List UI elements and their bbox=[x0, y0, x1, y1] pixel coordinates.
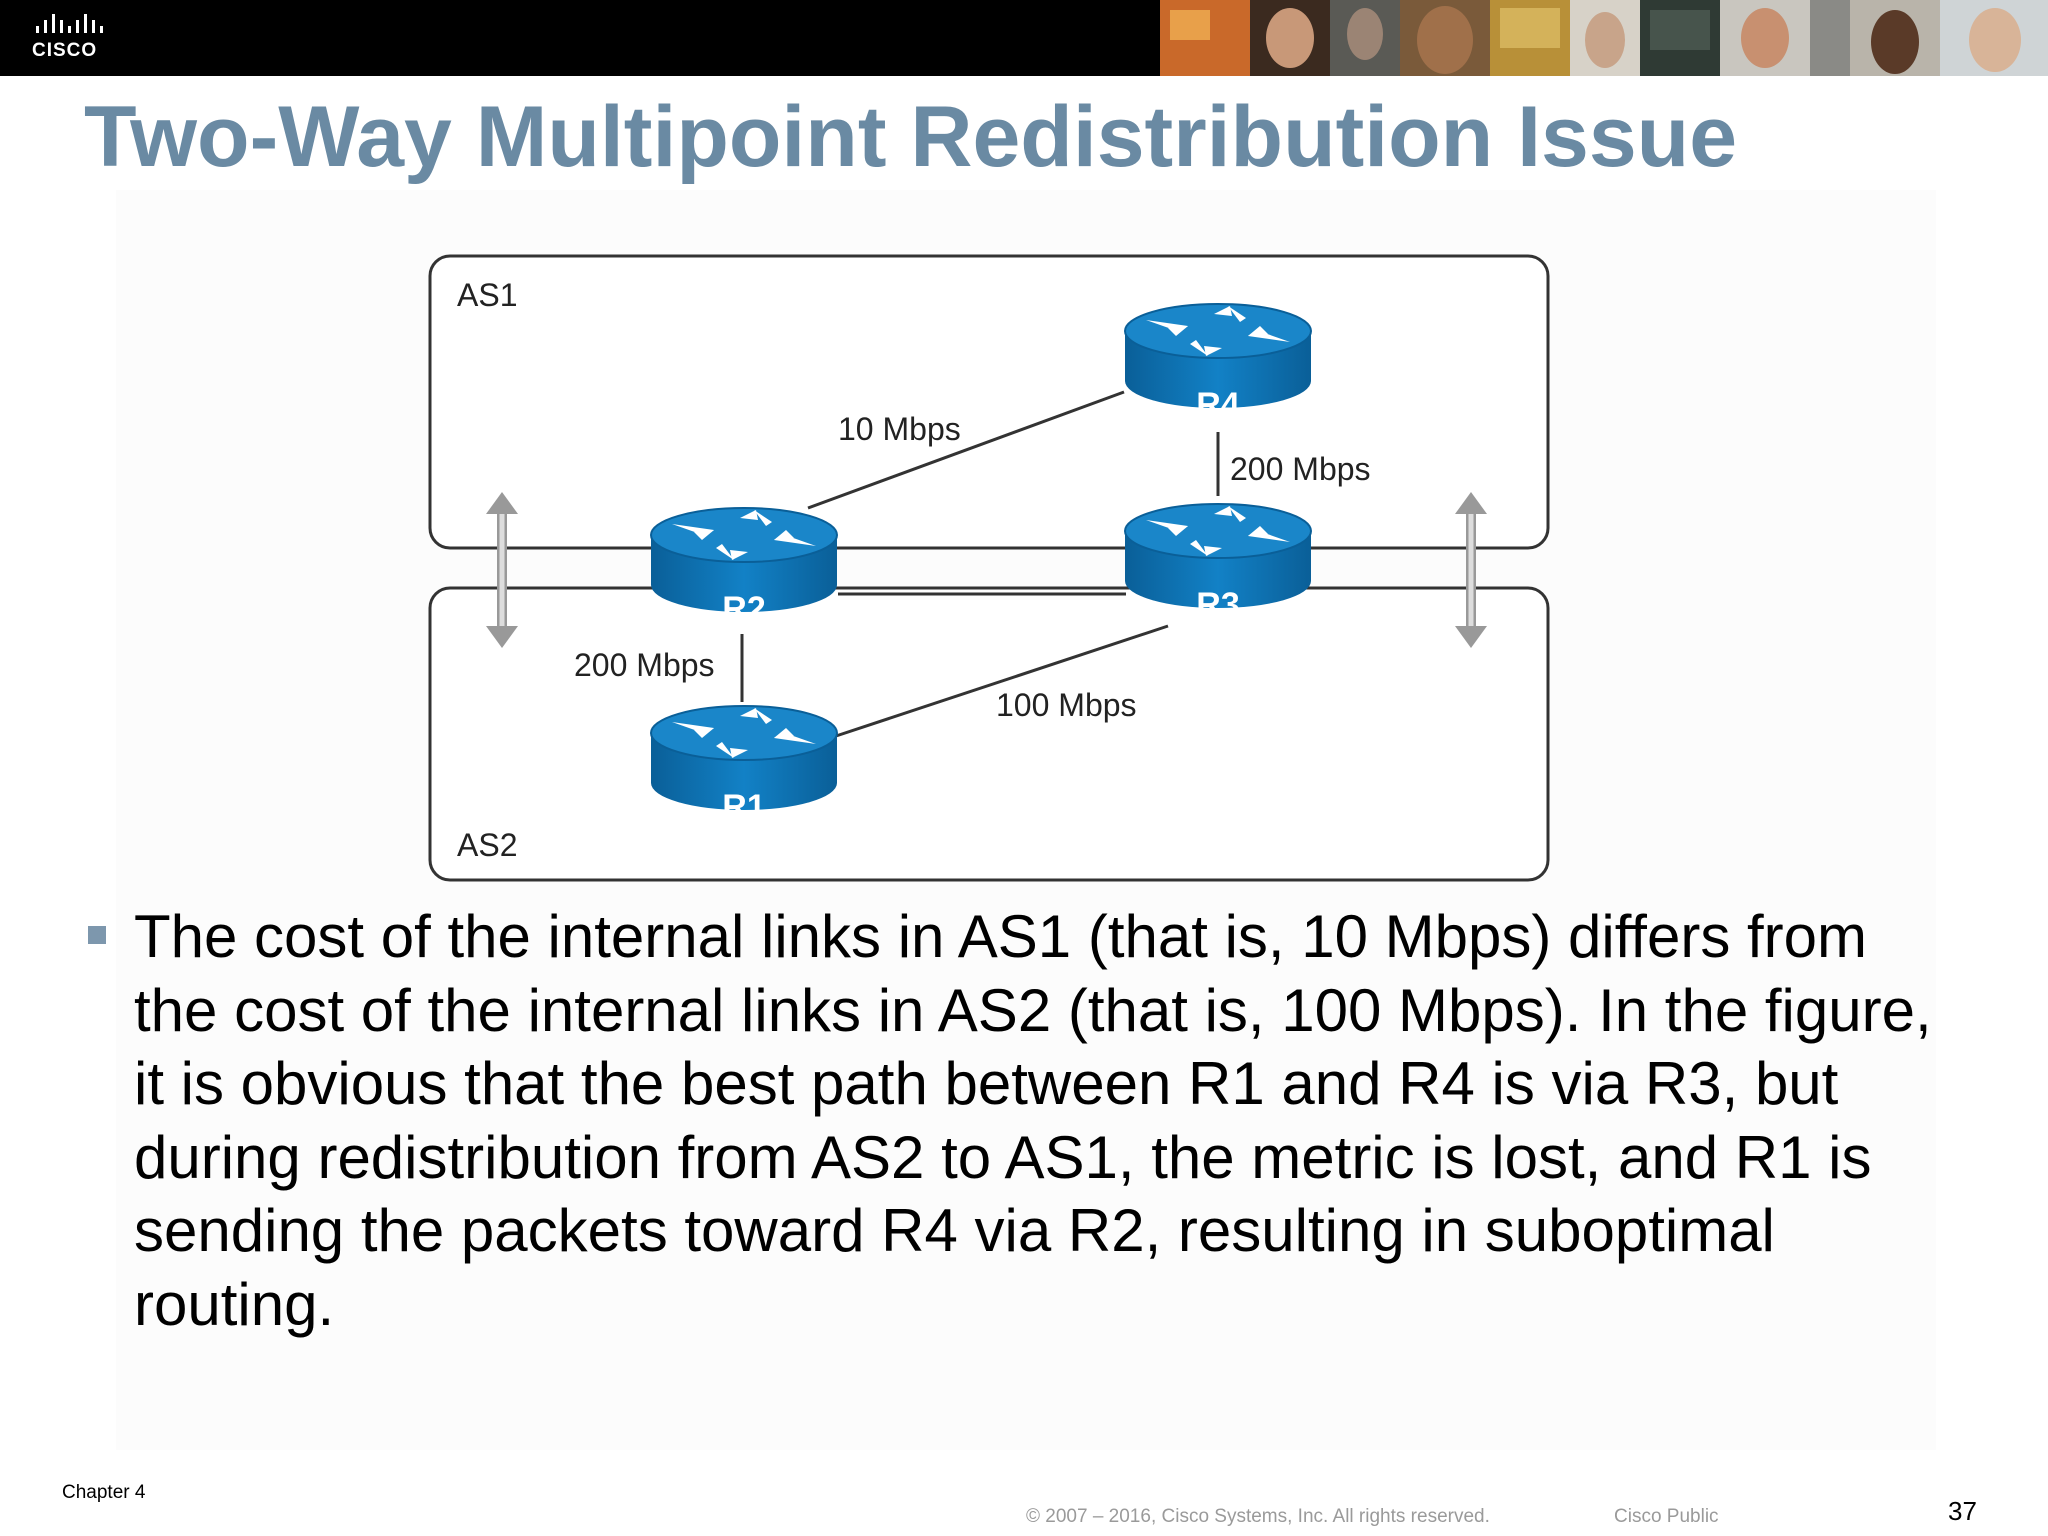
slide-title: Two-Way Multipoint Redistribution Issue bbox=[84, 89, 1738, 185]
footer-copyright: © 2007 – 2016, Cisco Systems, Inc. All r… bbox=[1026, 1506, 1490, 1527]
people-photo-strip bbox=[1160, 0, 2048, 76]
header-bar: CISCO bbox=[0, 0, 2048, 76]
link-label-r2-r1: 200 Mbps bbox=[574, 647, 715, 683]
cisco-bars-icon bbox=[36, 14, 103, 33]
as2-label: AS2 bbox=[457, 827, 517, 863]
router-r4: R4 bbox=[1124, 303, 1312, 424]
link-r1-r3 bbox=[835, 624, 1169, 738]
as1-boundary bbox=[428, 254, 1550, 550]
link-r2-r4 bbox=[807, 390, 1125, 510]
footer-classification: Cisco Public bbox=[1614, 1506, 1719, 1527]
router-r2: R2 bbox=[650, 507, 838, 628]
router-r1-label: R1 bbox=[722, 788, 765, 826]
router-r2-label: R2 bbox=[722, 590, 765, 628]
footer-chapter: Chapter 4 bbox=[62, 1482, 146, 1503]
cisco-logo: CISCO bbox=[32, 14, 122, 64]
link-label-r2-r4: 10 Mbps bbox=[838, 411, 961, 447]
as2-boundary bbox=[428, 586, 1550, 882]
bullet-text: The cost of the internal links in AS1 (t… bbox=[134, 903, 1932, 1338]
link-label-r4-r3: 200 Mbps bbox=[1230, 451, 1371, 487]
router-r4-label: R4 bbox=[1196, 386, 1240, 424]
cisco-wordmark: CISCO bbox=[32, 40, 98, 61]
router-r3: R3 bbox=[1124, 503, 1312, 624]
router-r3-label: R3 bbox=[1196, 586, 1239, 624]
link-label-r1-r3: 100 Mbps bbox=[996, 687, 1137, 723]
bullet-marker bbox=[88, 926, 106, 944]
as1-label: AS1 bbox=[457, 277, 517, 313]
router-r1: R1 bbox=[650, 705, 838, 826]
page-number: 37 bbox=[1948, 1496, 1977, 1526]
